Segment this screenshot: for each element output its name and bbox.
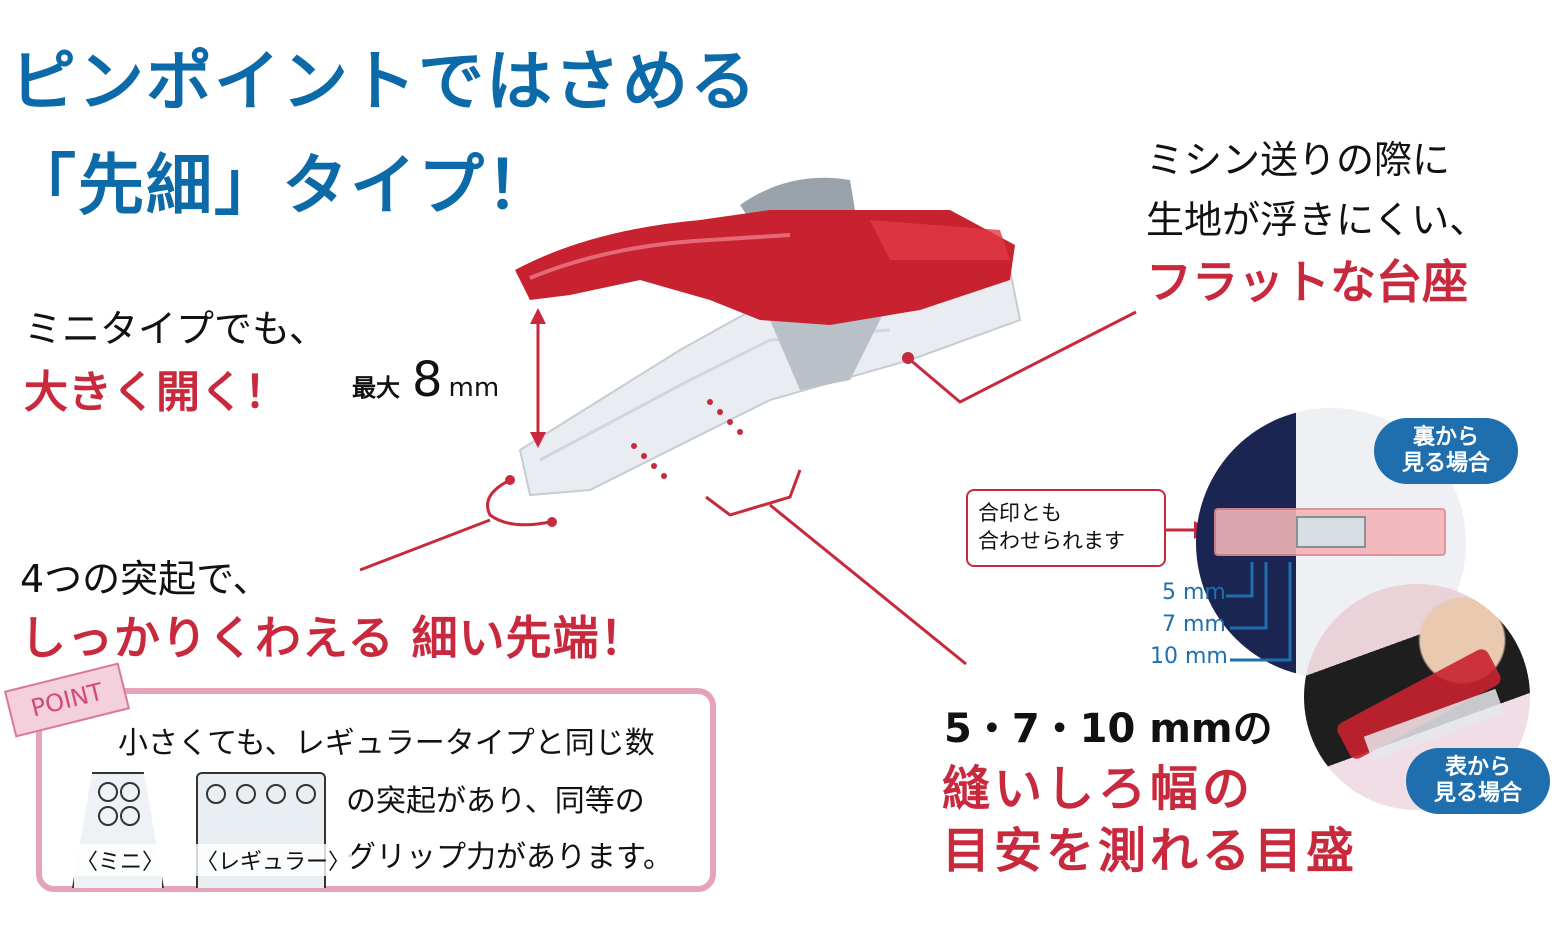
- mini-label: 〈ミニ〉: [74, 844, 167, 876]
- point-text-line-1: 小さくても、レギュラータイプと同じ数: [118, 726, 655, 761]
- feature-scale-line-2: 縫いしろ幅の: [942, 761, 1255, 817]
- alignment-callout: 合印とも 合わせられます: [966, 489, 1166, 567]
- scale-label-5mm: 5 mm: [1162, 580, 1226, 605]
- point-text-line-2: の突起があり、同等の: [346, 784, 645, 819]
- regular-label: 〈レギュラー〉: [194, 844, 353, 876]
- headline: ピンポイントではさめる 「先細」タイプ！: [10, 30, 758, 238]
- feature-flat-line-2: 生地が浮きにくい、: [1146, 198, 1488, 242]
- max-unit: mm: [448, 373, 500, 403]
- feature-scale-line-3: 目安を測れる目盛: [942, 823, 1359, 879]
- point-text-rest: の突起があり、同等の グリップ力があります。: [346, 774, 673, 886]
- max-label: 最大: [352, 374, 400, 402]
- headline-line-1: ピンポイントではさめる: [10, 43, 758, 120]
- back-view-badge: 裏から 見る場合: [1374, 418, 1518, 484]
- feature-scale-title: 縫いしろ幅の 目安を測れる目盛: [942, 758, 1358, 882]
- feature-scale-line-1: 5・7・10 mmの: [944, 706, 1273, 752]
- front-view-badge: 表から 見る場合: [1406, 748, 1550, 814]
- clip-product-image: [486, 177, 1022, 527]
- headline-line-2: 「先細」タイプ！: [10, 147, 554, 224]
- feature-tip-line-2: しっかりくわえる 細い先端！: [20, 611, 647, 665]
- feature-tip-line-1: 4つの突起で、: [20, 557, 271, 601]
- feature-flat-base-desc: ミシン送りの際に 生地が浮きにくい、: [1146, 130, 1487, 250]
- max-value: 8: [412, 352, 443, 408]
- scale-label-10mm: 10 mm: [1150, 644, 1228, 669]
- feature-flat-line-3: フラットな台座: [1146, 255, 1468, 309]
- scale-label-7mm: 7 mm: [1162, 612, 1226, 637]
- point-text-line-3: グリップ力があります。: [346, 840, 673, 875]
- scale-marker-lines: [1226, 562, 1292, 662]
- feature-flat-line-1: ミシン送りの際に: [1146, 138, 1451, 182]
- feature-opening-line-1: ミニタイプでも、: [24, 307, 327, 351]
- feature-opening-line-2: 大きく開く！: [24, 367, 288, 418]
